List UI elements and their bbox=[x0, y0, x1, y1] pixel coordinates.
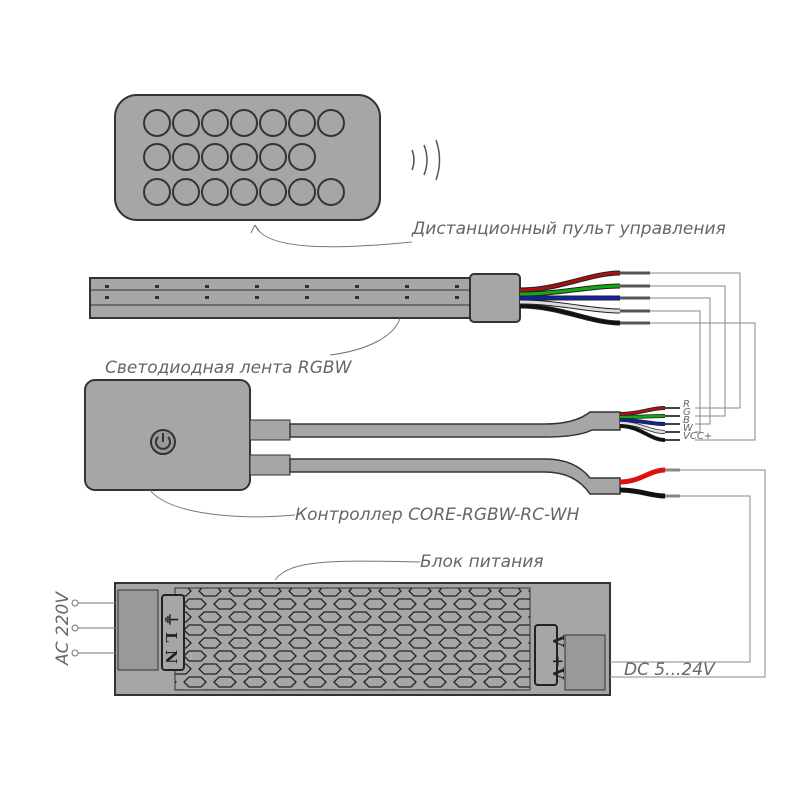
remote-button[interactable] bbox=[288, 143, 316, 171]
wire-label: B bbox=[683, 415, 690, 426]
strip-wires bbox=[519, 270, 650, 326]
wire-label: R bbox=[683, 399, 690, 410]
controller-wire bbox=[619, 421, 666, 434]
strip-wire bbox=[519, 284, 621, 296]
remote-button[interactable] bbox=[201, 143, 229, 171]
remote-button[interactable] bbox=[230, 143, 258, 171]
controller-label: Контроллер CORE-RGBW-RC-WH bbox=[295, 505, 580, 525]
remote-button[interactable] bbox=[259, 178, 287, 206]
power-supply: ⏚ L N -V +V bbox=[114, 582, 611, 696]
remote-button[interactable] bbox=[288, 109, 316, 137]
remote-button[interactable] bbox=[317, 109, 345, 137]
controller-wire bbox=[619, 418, 666, 426]
remote-buttons bbox=[143, 109, 345, 206]
strip-wire bbox=[519, 304, 621, 325]
wire-label: VCC+ bbox=[683, 431, 712, 442]
remote-button[interactable] bbox=[259, 109, 287, 137]
remote-button[interactable] bbox=[172, 143, 200, 171]
remote-button[interactable] bbox=[172, 109, 200, 137]
remote-button[interactable] bbox=[259, 143, 287, 171]
remote-button[interactable] bbox=[317, 178, 345, 206]
psu-label: Блок питания bbox=[420, 552, 543, 572]
signal-waves-icon bbox=[411, 139, 441, 181]
strip-wire bbox=[519, 300, 621, 313]
pos-terminal: +V bbox=[549, 655, 567, 680]
controller bbox=[84, 379, 680, 499]
remote-button[interactable] bbox=[201, 178, 229, 206]
ground-terminal: ⏚ bbox=[162, 612, 180, 627]
strip-label: Светодиодная лента RGBW bbox=[105, 358, 353, 378]
led-strip bbox=[89, 270, 650, 326]
dc-positive-wire bbox=[619, 467, 666, 485]
remote-button[interactable] bbox=[230, 109, 258, 137]
remote-button[interactable] bbox=[172, 178, 200, 206]
remote-button[interactable] bbox=[143, 178, 171, 206]
dc-output-label: DC 5...24V bbox=[624, 660, 716, 680]
controller-wire bbox=[619, 414, 666, 419]
remote-button[interactable] bbox=[288, 178, 316, 206]
remote-control bbox=[114, 94, 381, 221]
remote-button[interactable] bbox=[143, 143, 171, 171]
ac-input-label: AC 220V bbox=[53, 591, 73, 666]
controller-wire bbox=[619, 406, 666, 416]
controller-wire bbox=[619, 424, 666, 442]
n-terminal: N bbox=[162, 650, 180, 664]
remote-button[interactable] bbox=[143, 109, 171, 137]
neg-terminal: -V bbox=[549, 630, 567, 647]
connection-lines bbox=[610, 272, 766, 678]
strip-wire bbox=[519, 271, 621, 292]
remote-label: Дистанционный пульт управления bbox=[411, 219, 726, 239]
power-button-icon[interactable] bbox=[150, 429, 176, 455]
wire-label: G bbox=[683, 407, 691, 418]
wire-label: W bbox=[683, 423, 694, 434]
remote-button[interactable] bbox=[201, 109, 229, 137]
dc-negative-wire bbox=[619, 487, 666, 499]
l-terminal: L bbox=[162, 632, 180, 643]
remote-button[interactable] bbox=[230, 178, 258, 206]
ac-input-wires bbox=[71, 599, 118, 657]
